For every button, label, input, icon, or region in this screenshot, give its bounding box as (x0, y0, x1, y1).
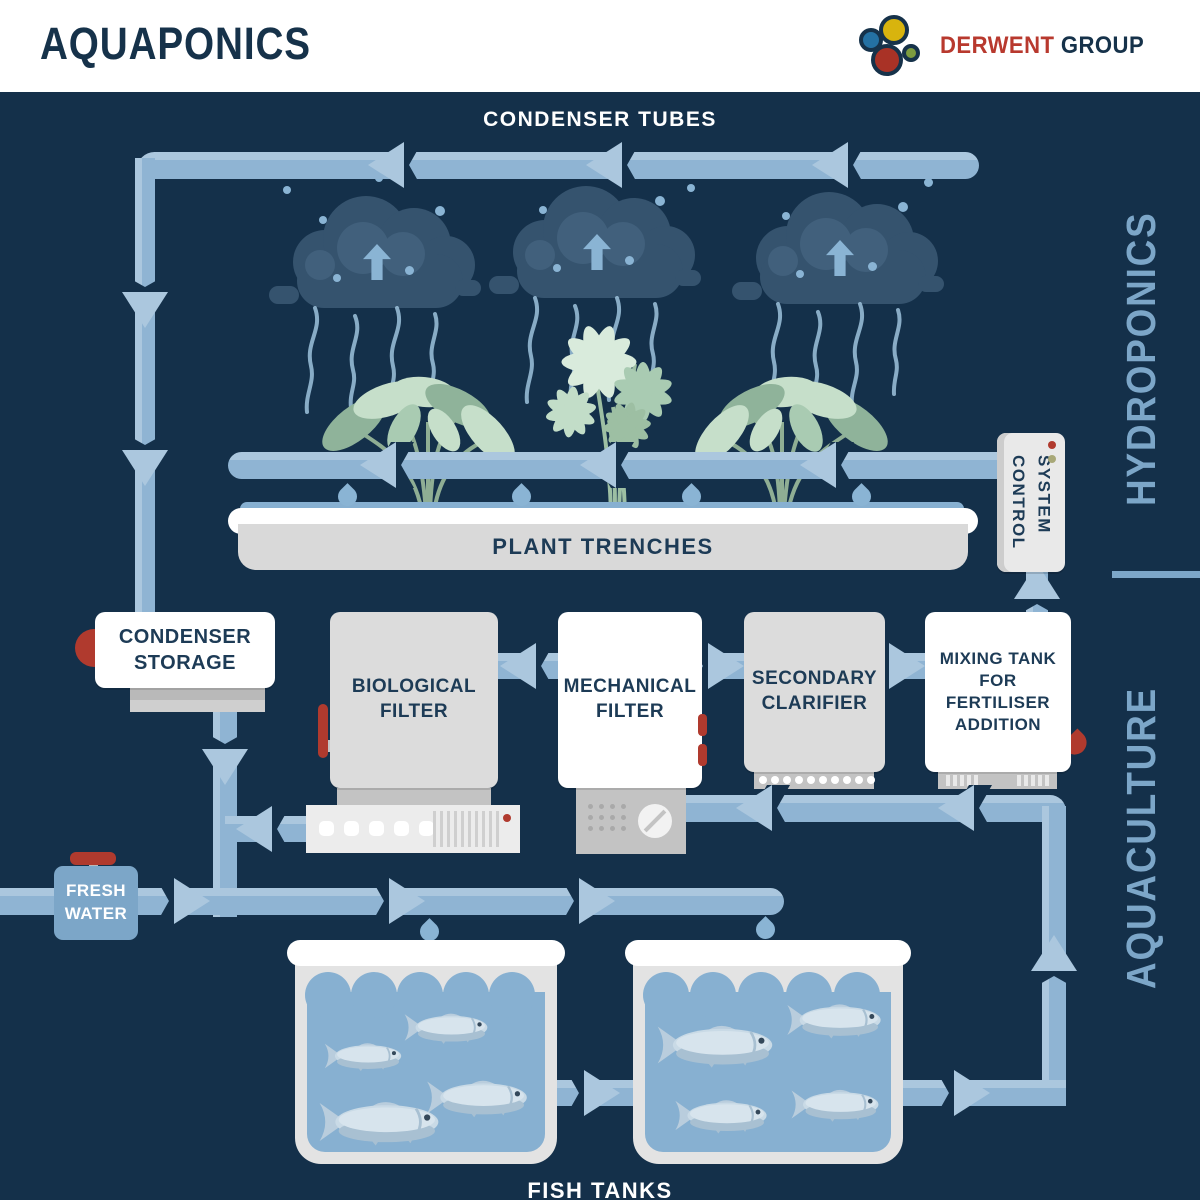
control-led-green (1048, 455, 1056, 463)
flow-arrow-left-icon (736, 785, 790, 831)
flow-arrow-left-icon (236, 806, 290, 852)
control-led-red (1048, 441, 1056, 449)
fresh-water-valve-icon (70, 852, 116, 865)
flow-arrow-right-icon (156, 878, 210, 924)
biological-filter-box: BIOLOGICAL FILTER (330, 612, 498, 788)
fish-group (318, 1012, 529, 1147)
flow-arrow-left-icon (360, 442, 414, 488)
plant-trench-tray: PLANT TRENCHES (238, 524, 968, 570)
mechanical-filter-box: MECHANICAL FILTER (558, 612, 702, 788)
flow-arrow-left-icon (500, 643, 554, 689)
plant-trenches-label: PLANT TRENCHES (492, 534, 714, 559)
condenser-storage-box: CONDENSER STORAGE (95, 612, 275, 688)
dial-icon (638, 804, 672, 838)
biological-filter-pedestal (337, 788, 491, 805)
flow-arrow-down-icon (122, 274, 168, 328)
fresh-water-label: FRESH WATER (64, 881, 128, 923)
section-label-hydroponics: HYDROPONICS (1118, 211, 1164, 506)
evaporation-cloud (269, 174, 481, 438)
mixing-tank-box: MIXING TANK FOR FERTILISER ADDITION (925, 612, 1071, 772)
secondary-clarifier-base (754, 772, 875, 789)
flow-arrow-down-icon (202, 731, 248, 785)
secondary-clarifier-box: SECONDARY CLARIFIER (744, 612, 885, 772)
valve-handle-icon (318, 704, 328, 758)
water-drip-icon (752, 916, 779, 943)
valve-handle-icon (698, 714, 707, 736)
hydroponic-plants (311, 322, 899, 514)
mixing-tank-base (938, 772, 1057, 789)
control-system-label: CONTROL SYSTEM (1009, 455, 1054, 550)
tank-rim (287, 940, 565, 966)
page-title: AQUAPONICS (40, 18, 311, 69)
condenser-tubes-label: CONDENSER TUBES (483, 108, 717, 131)
flow-arrow-right-icon (566, 1070, 620, 1116)
flow-arrow-down-icon (122, 432, 168, 486)
mechanical-filter-label: MECHANICAL FILTER (563, 676, 697, 722)
condenser-storage-base (130, 700, 265, 712)
left-down-pipe (135, 158, 155, 614)
flow-arrow-left-icon (938, 785, 992, 831)
flow-arrow-left-icon (368, 142, 422, 188)
fish-group (656, 1003, 882, 1135)
flow-arrow-right-icon (936, 1070, 990, 1116)
secondary-clarifier-label: SECONDARY CLARIFIER (751, 668, 878, 714)
fresh-water-box: FRESH WATER (54, 866, 138, 940)
condenser-storage-label: CONDENSER STORAGE (118, 626, 252, 674)
evaporation-cloud (732, 166, 944, 434)
fish-tank-left (287, 940, 565, 1166)
condenser-storage-base (130, 688, 265, 700)
mechanical-filter-unit (576, 788, 686, 854)
fish-tanks-label: FISH TANKS (527, 1178, 673, 1200)
section-label-aquaculture: AQUACULTURE (1118, 687, 1164, 989)
flow-arrow-right-icon (561, 878, 615, 924)
flow-arrow-up-icon (1031, 935, 1077, 989)
control-system-box: CONTROL SYSTEM (997, 433, 1065, 572)
evaporation-cloud (489, 166, 701, 428)
mixing-tank-label: MIXING TANK FOR FERTILISER ADDITION (939, 648, 1057, 735)
tank-rim (625, 940, 911, 966)
brand-name-secondary: GROUP (1060, 32, 1145, 59)
biological-filter-label: BIOLOGICAL FILTER (351, 676, 477, 722)
fish-tank-right (625, 940, 911, 1166)
section-divider (1112, 571, 1200, 578)
flow-arrow-left-icon (800, 442, 854, 488)
derwent-logo-icon (859, 15, 921, 76)
flow-arrow-right-icon (371, 878, 425, 924)
unit-led-red (503, 814, 511, 822)
flow-arrow-left-icon (580, 442, 634, 488)
flow-arrow-left-icon (586, 142, 640, 188)
brand-name-primary: DERWENT (940, 32, 1055, 59)
biological-filter-unit (306, 805, 520, 853)
valve-handle-icon (698, 744, 707, 766)
flow-arrow-left-icon (812, 142, 866, 188)
